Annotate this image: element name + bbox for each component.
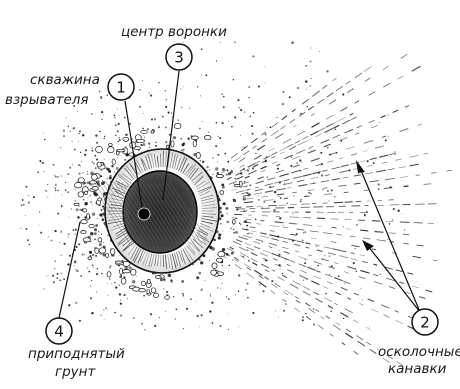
callout-1-number: 1 <box>116 79 126 97</box>
label-grooves-line2: канавки <box>388 361 447 377</box>
label-fuze-well-line2: взрывателя <box>5 92 89 108</box>
callout-3-number: 3 <box>174 49 184 67</box>
fuze-well-hole <box>138 208 150 220</box>
label-fuze-well-line1: скважина <box>30 72 100 88</box>
label-raised-soil-line1: приподнятый <box>28 346 125 362</box>
leader-line-2b <box>368 246 420 312</box>
label-crater-center: центр воронки <box>121 24 227 40</box>
callout-4: 4 <box>46 318 72 344</box>
callout-2-number: 2 <box>420 314 430 332</box>
callout-3: 3 <box>166 44 192 70</box>
leader-line-2a <box>360 168 420 312</box>
callout-4-number: 4 <box>54 323 64 341</box>
callout-1: 1 <box>108 74 134 100</box>
label-raised-soil-line2: грунт <box>55 364 96 380</box>
label-grooves-line1: осколочные <box>378 344 460 360</box>
callout-2: 2 <box>412 309 438 335</box>
